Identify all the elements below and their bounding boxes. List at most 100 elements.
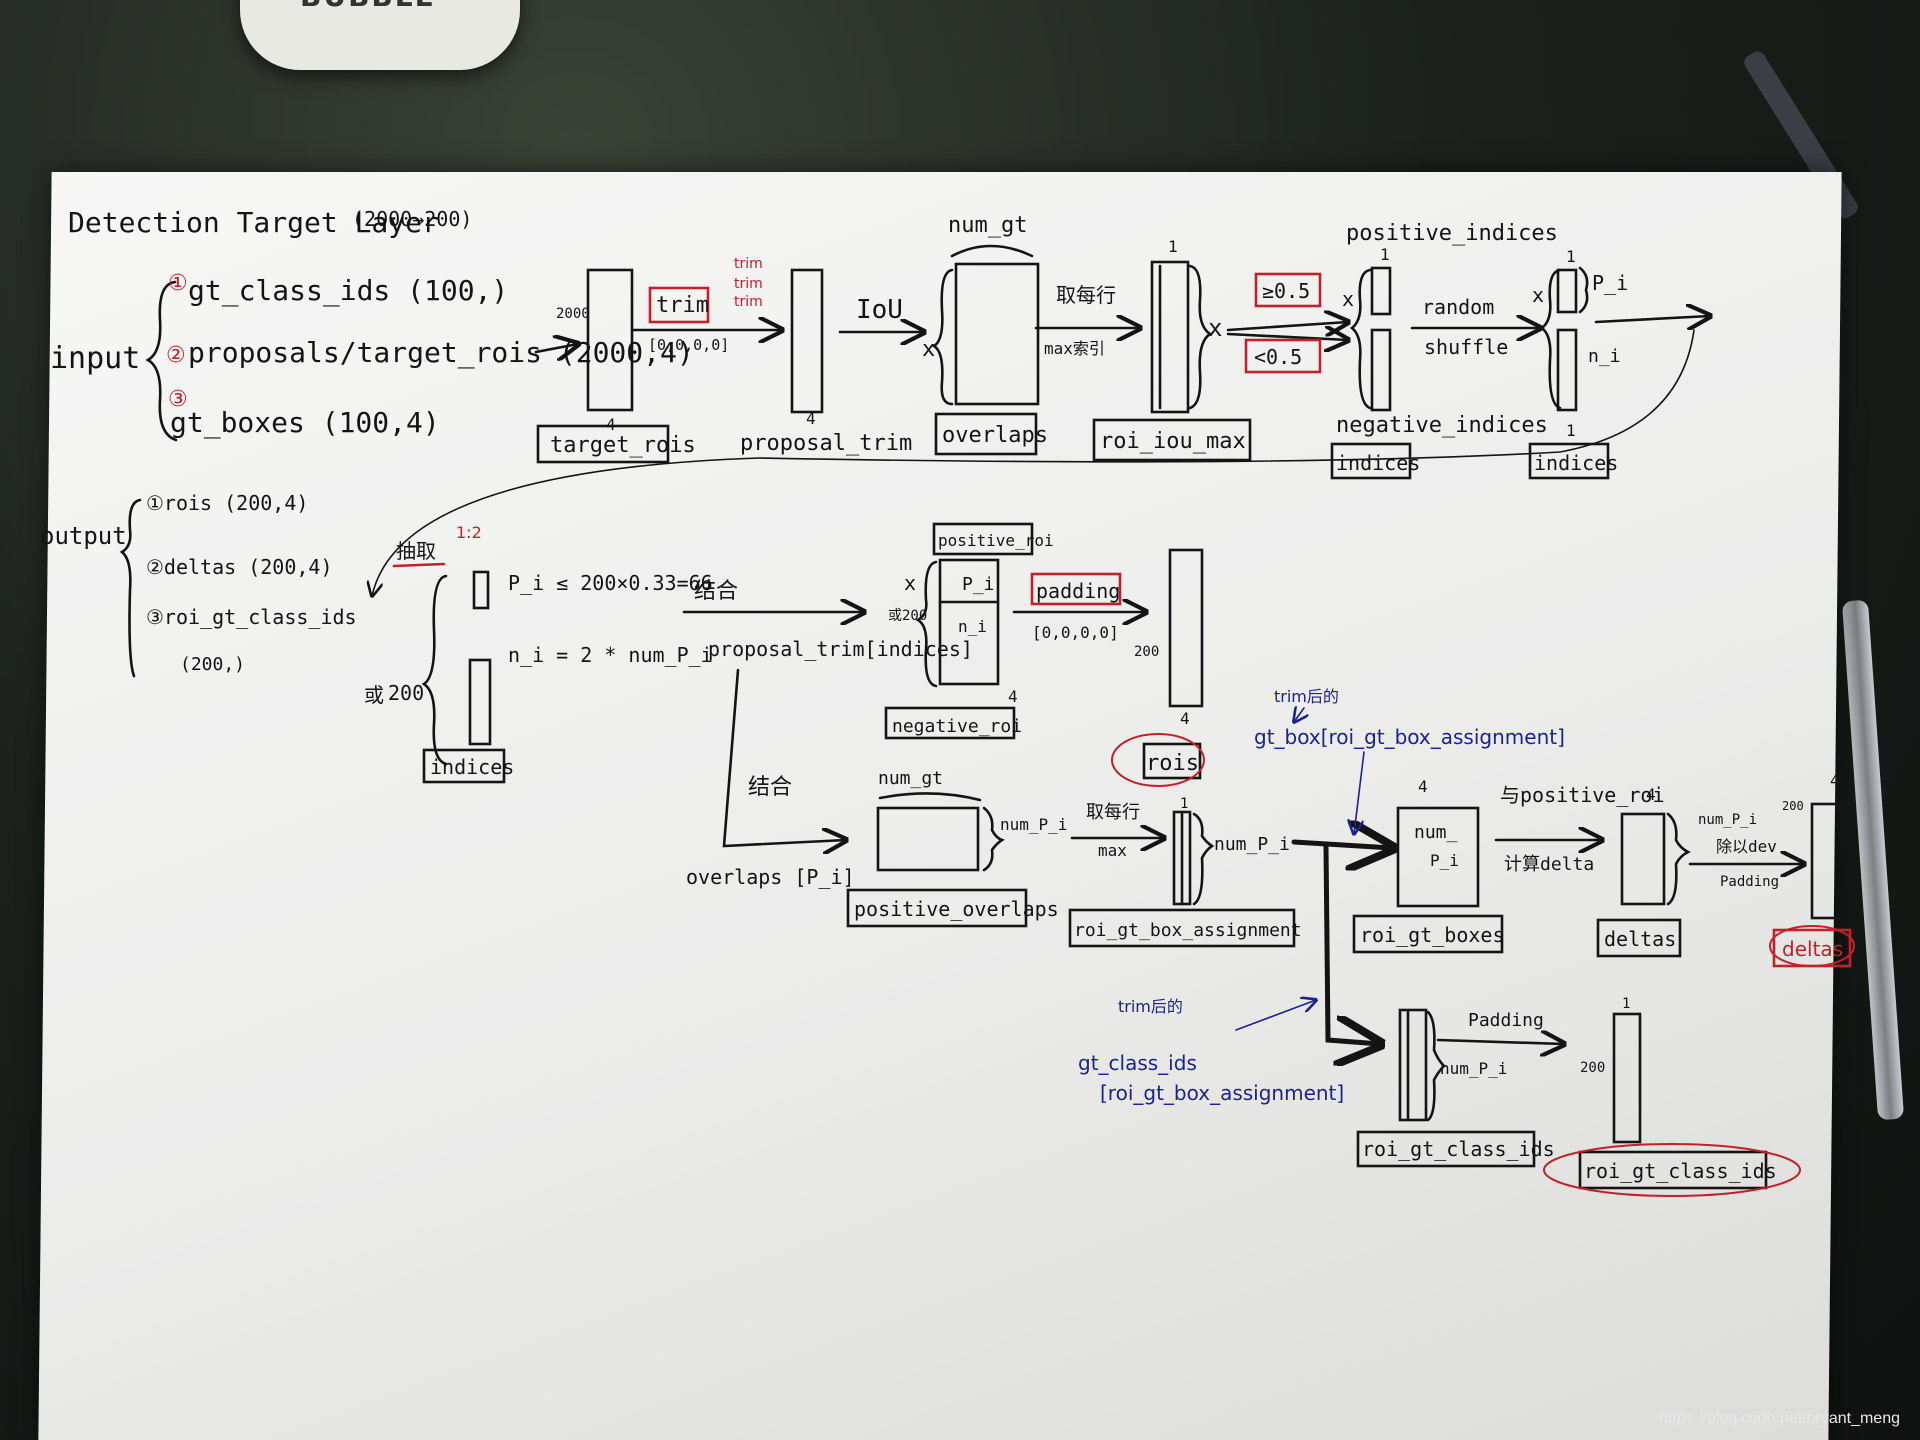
padding3: Padding: [1468, 1010, 1544, 1031]
input-arrow: [534, 344, 578, 352]
take-row-label: 取每行: [1086, 802, 1140, 823]
gt-threshold-box: [1254, 272, 1322, 308]
dim-4c: 4: [1008, 687, 1018, 706]
rois-label: rois: [1146, 751, 1199, 776]
positive-roi-label-lower: 与positive_roi: [1500, 783, 1665, 807]
output-item-1: ①rois (200,4): [146, 491, 308, 515]
dim-1b: 1: [1380, 245, 1390, 264]
random-label: random: [1422, 295, 1494, 319]
dim-4e: 4: [1418, 777, 1428, 796]
gt-box-expr: gt_box[roi_gt_box_assignment]: [1254, 725, 1565, 749]
roi-gt-class-ids2: roi_gt_class_ids: [1584, 1159, 1777, 1183]
dim-4b: 4: [806, 409, 816, 428]
input-item-2: proposals/target_rois (2000,4): [188, 336, 694, 370]
num-gt-top: num_gt: [948, 213, 1027, 238]
overlaps-block: [954, 262, 1040, 406]
dim-1a: 1: [1168, 237, 1178, 256]
target-rois-label-box: [536, 424, 670, 464]
pi-cell: P_i: [962, 574, 995, 595]
deltas1-label: deltas: [1604, 927, 1676, 951]
roi-iou-max-label-box: [1092, 418, 1252, 462]
num-gt-lower: num_gt: [878, 768, 943, 789]
indices-left-brace: [1349, 268, 1372, 410]
num-gt-brace: [950, 244, 1034, 258]
iou-label: IoU: [856, 295, 903, 325]
proposal-trim-block: [790, 268, 824, 414]
negative-indices-label: negative_indices: [1336, 413, 1548, 438]
gt-class-pointer: [1235, 1000, 1316, 1031]
class-ids-final-label-box: [1578, 1150, 1768, 1190]
indices2-label: indices: [1534, 451, 1618, 475]
overlaps-left-brace: [931, 268, 954, 406]
p-i-brace: [1578, 266, 1589, 314]
ni-cell: n_i: [958, 617, 987, 636]
output-label: output: [40, 522, 127, 550]
trim-note-2: trim: [734, 276, 763, 292]
after-trim-1: trim后的: [1274, 687, 1339, 706]
positive-indices-block: [1370, 266, 1392, 316]
trim-box-text: trim: [656, 293, 709, 318]
padding2: Padding: [1720, 874, 1779, 890]
exit-arrow: [1594, 316, 1710, 322]
x5: x: [904, 571, 916, 595]
positive-overlaps-brace: [982, 806, 1005, 872]
negative-indices-block: [1370, 328, 1392, 412]
overlaps-pi: overlaps [P_i]: [686, 865, 855, 889]
negative-roi-label: negative_roi: [892, 716, 1022, 737]
roi-gt-boxes-label-box: [1352, 914, 1504, 954]
rois-block: [1168, 548, 1204, 708]
dim-2000: 2000: [556, 306, 590, 322]
p-i-label: P_i: [1592, 271, 1628, 295]
dim-4a: 4: [606, 415, 616, 434]
calc-delta: 计算delta: [1504, 854, 1594, 875]
roi-gt-boxes-label: roi_gt_boxes: [1360, 923, 1505, 947]
target-rois-block: [586, 268, 634, 412]
positive-overlaps-block: [876, 806, 980, 872]
loop-curve: [372, 329, 1695, 596]
n-i-block: [1556, 328, 1578, 412]
split-arrow-down: [1323, 843, 1380, 1044]
indices1-label: indices: [1336, 451, 1420, 475]
dim-1d: 1: [1180, 796, 1188, 812]
dim-200d: 200: [1580, 1060, 1605, 1076]
n-i-equation: n_i = 2 * num_P_i: [508, 643, 713, 667]
lt-threshold: <0.5: [1254, 345, 1302, 369]
max-label-1: 取每行: [1056, 283, 1116, 307]
n-i-mini-block: [468, 658, 492, 746]
diagram-title: Detection Target Layer: [68, 206, 439, 239]
after-trim-2: trim后的: [1118, 997, 1183, 1016]
padding1-label: padding: [1036, 579, 1120, 603]
dim-1-bottom: 1: [1566, 421, 1576, 440]
combine2-line: [722, 668, 846, 846]
ratio-label: 1:2: [456, 523, 482, 542]
trim-note-3: trim: [734, 294, 763, 310]
output-item-3: ③roi_gt_class_ids: [146, 605, 357, 629]
gt-class-ids: gt_class_ids: [1078, 1051, 1197, 1075]
num-p-i1: num_P_i: [1000, 815, 1067, 834]
input-item-1: gt_class_ids (100,): [188, 274, 508, 308]
rois-highlight: [1111, 733, 1205, 787]
x4: x: [1532, 283, 1544, 307]
class-ids-block: [1398, 1008, 1428, 1122]
negative-roi-label-box: [884, 706, 1016, 740]
x1: x: [922, 337, 935, 362]
rois-label-box: [1142, 742, 1202, 780]
input-num-3: ③: [168, 387, 188, 412]
input-label: input: [50, 341, 140, 376]
watermark: https://blog.csdn.net/bryant_meng: [1658, 1410, 1900, 1427]
max-label: max: [1098, 841, 1127, 860]
p-i-block: [1556, 268, 1578, 314]
num-pi-cell: num_: [1414, 822, 1458, 843]
target-rois-label: target_rois: [550, 433, 696, 458]
roi-combined-block: [938, 558, 1000, 686]
deltas-final-block: [1810, 802, 1844, 920]
input-num-2: ②: [166, 343, 186, 368]
class-ids-brace: [1426, 1010, 1446, 1122]
proposal-trim-idx: proposal_trim[indices]: [708, 637, 973, 661]
pi-cell2: P_i: [1430, 851, 1459, 870]
assignment-label: roi_gt_box_assignment: [1074, 920, 1302, 941]
max-label-2: max索引: [1044, 339, 1105, 358]
roi-iou-max-block: [1150, 260, 1190, 414]
output-item-4: (200,): [180, 654, 245, 675]
